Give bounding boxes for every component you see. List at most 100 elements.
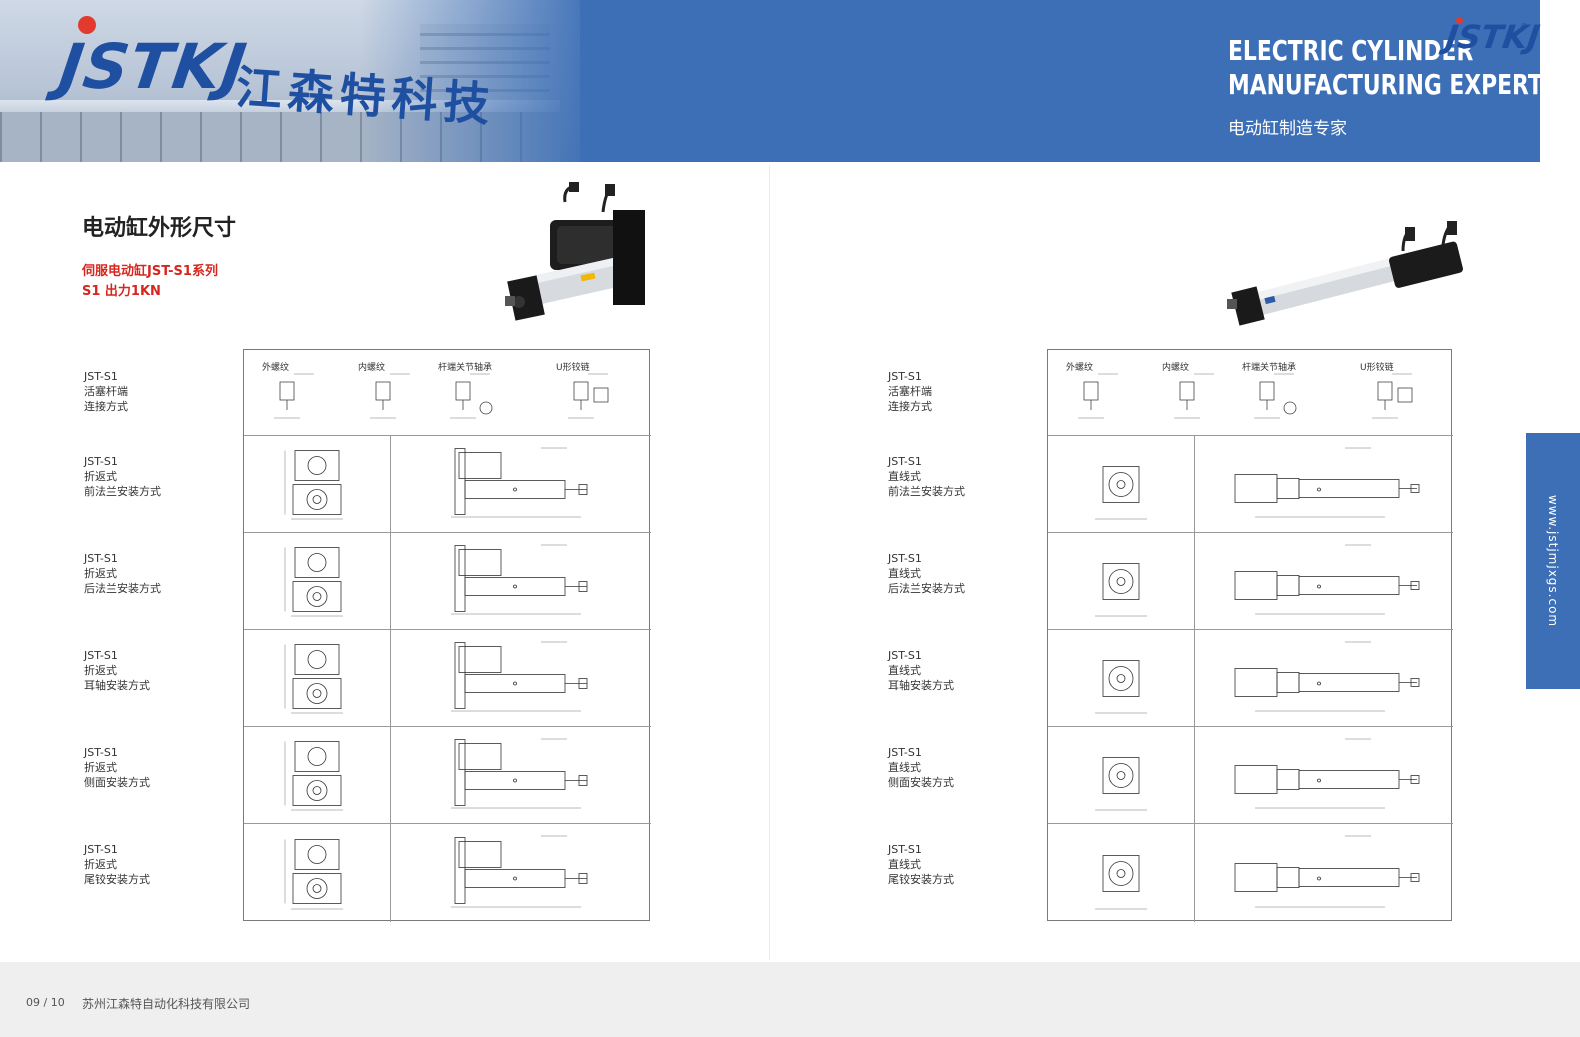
row-label-type: 折返式 [84,470,117,483]
table-row [1048,823,1453,922]
connection-type-label: 内螺纹 [358,363,386,373]
connection-type-label: 杆端关节轴承 [1242,363,1297,373]
row-label-model: JST-S1 [888,552,922,565]
end-view-cell [244,824,390,922]
end-view-cell [1048,436,1194,532]
side-view-cell [390,533,649,629]
row-label-mount: 耳轴安装方式 [888,679,954,692]
inline-actuator-image [1227,221,1463,326]
header-logo: JSTKJ [54,30,252,103]
end-view-cell [1048,824,1194,922]
rod-end-drawing [1254,373,1297,419]
connection-type-label: U形铰链 [1360,363,1394,373]
row-label-model: JST-S1 [888,649,922,662]
section-title: 电动缸外形尺寸 [82,216,237,241]
end-view-drawing [1095,757,1147,811]
building-photo [0,0,600,162]
end-view-drawing [284,741,343,811]
table-row [1048,629,1453,726]
end-view-cell [244,630,390,726]
end-view-drawing [1095,855,1147,910]
footer: 09 / 10 苏州江森特自动化科技有限公司 [0,962,1580,1037]
connection-drawings [274,373,609,419]
row-label-model: JST-S1 [888,843,922,856]
folded-actuator-image [505,182,645,321]
row-label-mount: 后法兰安装方式 [84,582,161,595]
row-label: JST-S1 直线式耳轴安装方式 [888,648,954,693]
side-view-drawing [1234,738,1420,809]
row-label-mount: 侧面安装方式 [84,776,150,789]
side-view-drawing [1234,835,1420,908]
row-label-type: 直线式 [888,664,921,677]
end-view-drawing [284,644,343,714]
rod-end-drawing [1078,373,1118,419]
page-divider [769,165,770,960]
side-view-drawing [451,738,588,809]
rod-end-drawing [370,373,410,419]
row-label-type: 折返式 [84,567,117,580]
side-view-drawing [451,544,588,615]
row-label-mount: 前法兰安装方式 [888,485,965,498]
end-view-drawing [1095,466,1147,520]
row-label-model: JST-S1 [888,746,922,759]
side-view-cell [1194,436,1451,532]
row-label-mount: 连接方式 [84,400,128,413]
connection-type-label: U形铰链 [556,363,590,373]
row-label-model: JST-S1 [84,649,118,662]
row-label-mount: 后法兰安装方式 [888,582,965,595]
end-view-drawing [284,547,343,617]
connection-type-label: 外螺纹 [262,363,290,373]
row-label-model: JST-S1 [888,455,922,468]
side-view-drawing [451,835,588,908]
connection-type-label: 内螺纹 [1162,363,1190,373]
table-row [244,435,651,532]
header-title: ELECTRIC CYLINDER MANUFACTURING EXPERTS [1228,34,1540,102]
header-title-line2: MANUFACTURING EXPERTS [1228,68,1540,101]
row-label-mount: 尾铰安装方式 [888,873,954,886]
company-name: 苏州江森特自动化科技有限公司 [82,997,251,1011]
table-row [1048,532,1453,629]
footer-logo-dot-icon [1456,17,1463,24]
end-view-cell [244,533,390,629]
side-view-cell [1194,824,1451,922]
end-view-drawing [284,450,343,520]
side-view-cell [390,436,649,532]
row-label-mount: 耳轴安装方式 [84,679,150,692]
rod-end-drawing [274,373,314,419]
row-label-mount: 侧面安装方式 [888,776,954,789]
end-view-drawing [1095,660,1147,714]
row-label-type: 折返式 [84,761,117,774]
side-view-drawing [1234,641,1420,712]
side-view-drawing [451,641,588,712]
registered-mark: ® [1520,22,1528,31]
row-label-model: JST-S1 [84,843,118,856]
row-label-type: 活塞杆端 [84,385,128,398]
table-row [1048,726,1453,823]
row-label-type: 活塞杆端 [888,385,932,398]
row-label-model: JST-S1 [888,370,922,383]
table-row [244,823,651,922]
side-view-cell [390,727,649,823]
side-view-cell [1194,630,1451,726]
page-number: 09 / 10 [26,996,65,1009]
side-tab: www.jstjmjxgs.com [1526,433,1580,689]
side-view-cell [390,630,649,726]
series-title: 伺服电动缸JST-S1系列 [82,264,218,279]
header-title-line1: ELECTRIC CYLINDER [1228,34,1474,67]
side-tab-url[interactable]: www.jstjmjxgs.com [1546,494,1560,628]
side-view-cell [1194,727,1451,823]
rod-end-drawing [568,373,609,419]
row-label-mount: 前法兰安装方式 [84,485,161,498]
